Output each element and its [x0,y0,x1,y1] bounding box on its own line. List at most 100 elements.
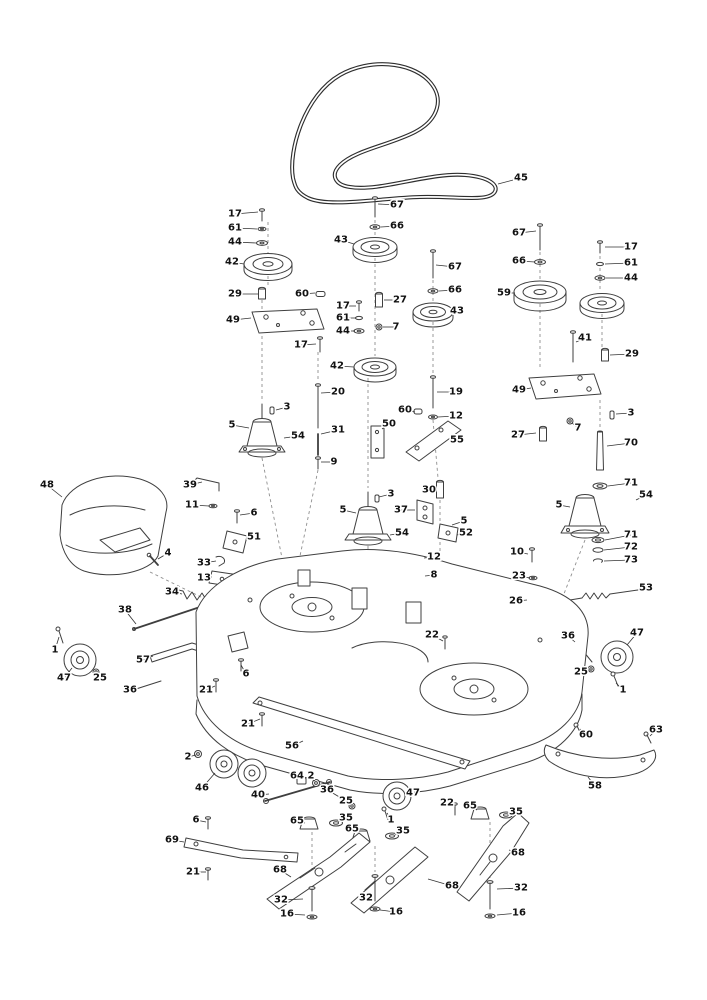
leader-line [424,574,435,577]
leader-line [279,869,292,878]
part-label: 25 [93,673,107,684]
part-label: 36 [320,785,334,796]
leader-line [296,775,302,780]
leader-line [386,812,392,821]
part-label: 47 [406,788,420,799]
part-label: 55 [450,435,464,446]
part-label: 5 [461,516,468,527]
leader-line [245,536,255,541]
leader-line [201,772,216,789]
part-label: 53 [639,583,653,594]
part-label: 54 [395,528,409,539]
part-label: 61 [336,313,350,324]
part-label: 69 [165,835,179,846]
leader-line [189,481,203,486]
leader-line [435,264,456,268]
leader-line [508,849,519,854]
part-label: 29 [625,349,639,360]
part-label: 65 [463,801,477,812]
leader-line [157,552,169,560]
leader-line [497,177,522,185]
part-label: 68 [273,865,287,876]
part-label: 23 [512,571,526,582]
leader-line [587,776,596,787]
part-label: 6 [193,815,200,826]
part-label: 22 [440,798,454,809]
part-label: 21 [186,867,200,878]
part-label: 59 [497,288,511,299]
leader-line [579,728,587,736]
part-label: 54 [639,490,653,501]
part-label: 68 [511,848,525,859]
leader-line [63,667,73,679]
drive-belt [290,62,498,205]
part-label: 61 [228,223,242,234]
leader-line [615,412,632,415]
part-label: 19 [449,387,463,398]
leader-line [203,560,217,564]
part-label: 7 [575,423,582,434]
part-label: 13 [197,573,211,584]
part-label: 10 [510,547,524,558]
leader-line [378,493,392,498]
part-label: 58 [588,781,602,792]
leader-line [427,878,453,887]
part-label: 30 [422,485,436,496]
hardware-column-center [353,291,383,334]
part-label: 27 [511,430,525,441]
leader-line [451,520,465,526]
part-label: 47 [630,628,644,639]
part-label: 20 [331,387,345,398]
leader-line [615,682,624,691]
part-label: 67 [448,262,462,273]
part-label: 3 [388,489,395,500]
part-label: 21 [199,685,213,696]
blade-left [266,832,371,920]
discharge-chute [59,475,168,576]
part-label: 35 [339,813,353,824]
leader-line [203,576,213,579]
leader-line [604,262,632,265]
part-label: 63 [649,725,663,736]
leader-line [320,391,339,394]
leader-line [46,484,63,498]
part-label: 51 [247,532,261,543]
part-label: 66 [512,256,526,267]
part-label: 21 [241,719,255,730]
part-label: 54 [291,431,305,442]
leader-line [571,422,579,429]
bar-69-group [183,816,299,881]
leader-line [515,599,528,602]
part-label: 38 [118,605,132,616]
part-label: 57 [136,655,150,666]
part-label: 44 [228,237,242,248]
leader-line [300,343,317,346]
leader-line [635,494,647,501]
leader-line [446,802,455,807]
support-bar-56 [213,658,471,770]
part-label: 66 [448,285,462,296]
leader-line [558,504,571,508]
leader-line [394,830,404,836]
part-label: 17 [336,301,350,312]
leader-line [603,559,632,562]
part-label: 3 [284,402,291,413]
leader-line [604,534,632,541]
part-label: 36 [561,631,575,642]
leader-line [389,532,403,536]
part-label: 43 [334,235,348,246]
part-label: 48 [40,480,54,491]
spindle-assembly-right [560,430,610,563]
leader-line [451,310,458,313]
part-label: 16 [280,909,294,920]
part-label: 35 [509,807,523,818]
leader-line [286,913,306,916]
leader-line [431,634,444,642]
part-label: 32 [359,893,373,904]
part-label: 68 [445,881,459,892]
leader-line [283,435,299,439]
leader-line [437,415,457,418]
part-label: 5 [556,500,563,511]
leader-line [580,669,591,673]
leader-line [247,718,261,725]
